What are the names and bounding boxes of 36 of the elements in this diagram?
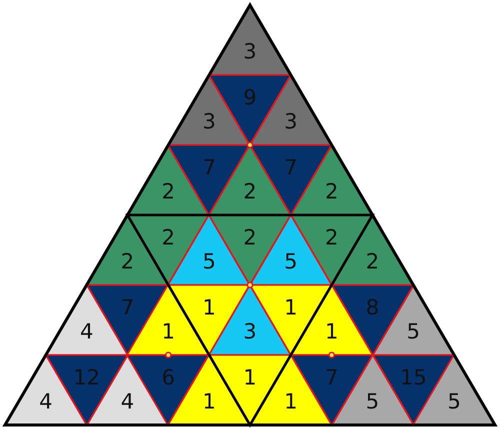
number: 1 [243, 368, 257, 389]
number: 9 [243, 88, 257, 109]
number: 8 [366, 298, 380, 319]
number: 1 [202, 391, 216, 412]
number: 1 [162, 321, 175, 342]
number: 15 [400, 368, 427, 389]
number: 1 [284, 391, 298, 412]
number: 2 [243, 228, 257, 249]
number: 5 [202, 251, 216, 272]
number: 5 [447, 391, 461, 412]
number: 4 [39, 391, 52, 412]
number: 7 [284, 158, 298, 179]
number: 1 [324, 321, 338, 342]
number: 1 [284, 298, 298, 319]
number: 3 [284, 111, 298, 132]
number: 2 [162, 181, 175, 202]
number: 2 [324, 181, 338, 202]
number: 5 [284, 251, 298, 272]
number: 12 [73, 368, 100, 389]
number: 6 [162, 368, 175, 389]
number: 2 [243, 181, 257, 202]
number: 4 [120, 391, 134, 412]
number: 7 [324, 368, 338, 389]
number: 2 [162, 228, 175, 249]
number: 2 [120, 251, 134, 272]
number: 7 [120, 298, 134, 319]
number: 1 [202, 298, 216, 319]
number: 2 [324, 228, 338, 249]
number: 5 [366, 391, 380, 412]
number: 3 [243, 321, 257, 342]
number: 5 [406, 321, 420, 342]
number: 3 [243, 41, 257, 62]
number: 4 [80, 321, 94, 342]
number: 2 [366, 251, 380, 272]
number: 3 [202, 111, 216, 132]
number: 7 [202, 158, 216, 179]
